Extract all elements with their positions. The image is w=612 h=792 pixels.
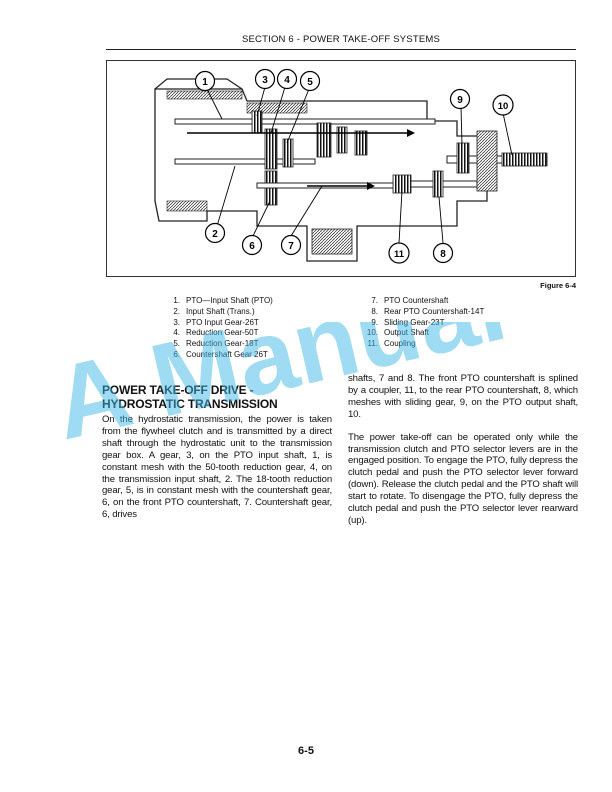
housing-hatch-top <box>166 90 243 100</box>
svg-text:2: 2 <box>212 229 218 240</box>
legend-item: 7.PTO Countershaft <box>371 296 449 305</box>
legend-left: 1.PTO—Input Shaft (PTO) 2.Input Shaft (T… <box>164 296 273 361</box>
legend-item: 8.Rear PTO Countershaft-14T <box>371 306 485 316</box>
svg-text:5: 5 <box>307 77 313 88</box>
svg-text:9: 9 <box>457 95 463 106</box>
svg-text:4: 4 <box>284 75 290 86</box>
paragraph-3: The power take-off can be operated only … <box>348 431 578 526</box>
legend-item: 6.Countershaft Gear 26T <box>173 349 268 359</box>
upper-gear-c <box>354 130 368 156</box>
callout-3: 3 <box>254 68 276 90</box>
header-divider <box>106 49 576 50</box>
transmission-diagram: 1 2 3 4 5 6 7 8 9 10 11 <box>154 68 548 264</box>
section-heading: POWER TAKE-OFF DRIVE - HYDROSTATIC TRANS… <box>102 383 278 411</box>
housing-outline <box>154 88 488 262</box>
sliding-gear-9 <box>456 142 470 174</box>
legend-item: 9.Sliding Gear-23T <box>371 317 445 327</box>
callout-11: 11 <box>388 242 410 264</box>
callout-5: 5 <box>299 70 321 92</box>
paragraph-1: On the hydrostatic transmission, the pow… <box>102 414 332 521</box>
svg-text:7: 7 <box>288 241 294 252</box>
callout-7: 7 <box>280 234 302 256</box>
svg-text:10: 10 <box>498 101 509 112</box>
svg-text:6: 6 <box>249 241 255 252</box>
rear-cover <box>476 130 498 192</box>
callout-9: 9 <box>449 88 471 110</box>
lower-housing-detail <box>311 228 353 255</box>
pto-input-shaft <box>174 118 436 125</box>
svg-text:8: 8 <box>440 249 446 260</box>
upper-gear-b <box>336 126 348 154</box>
svg-text:11: 11 <box>394 249 405 260</box>
svg-text:1: 1 <box>202 77 208 88</box>
leader-lines <box>206 86 513 244</box>
gear-5 <box>282 138 294 168</box>
paragraph-2: shafts, 7 and 8. The front PTO countersh… <box>348 373 578 420</box>
svg-text:3: 3 <box>262 75 268 86</box>
callout-8: 8 <box>432 242 454 264</box>
text-column-right: shafts, 7 and 8. The front PTO countersh… <box>348 373 578 538</box>
legend-item: 5.Reduction Gear-18T <box>173 339 259 349</box>
legend-item: 11.Coupling <box>367 339 416 349</box>
legend-item: 1.PTO—Input Shaft (PTO) <box>173 296 273 305</box>
legend-item: 3.PTO Input Gear-26T <box>173 317 259 327</box>
callout-1: 1 <box>194 70 216 92</box>
gear-4 <box>264 128 278 170</box>
text-column-left: POWER TAKE-OFF DRIVE - HYDROSTATIC TRANS… <box>102 383 332 532</box>
transmission-figure: 1 2 3 4 5 6 7 8 9 10 11 <box>106 60 576 277</box>
upper-gear-a <box>316 122 332 158</box>
callout-2: 2 <box>204 222 226 244</box>
legend-item: 4.Reduction Gear-50T <box>173 328 259 338</box>
housing-hatch-bottom <box>166 200 208 212</box>
callout-10: 10 <box>492 94 514 116</box>
coupling-11 <box>392 174 412 194</box>
figure-label: Figure 6-4 <box>540 281 576 290</box>
output-spline <box>501 152 548 167</box>
callout-4: 4 <box>276 68 298 90</box>
legend-item: 2.Input Shaft (Trans.) <box>173 306 255 316</box>
page-number: 6-5 <box>298 745 314 757</box>
callout-6: 6 <box>241 234 263 256</box>
section-header: SECTION 6 - POWER TAKE-OFF SYSTEMS <box>241 34 441 45</box>
gear-8 <box>432 170 444 198</box>
legend-right: 7.PTO Countershaft 8.Rear PTO Countersha… <box>364 296 484 350</box>
legend-item: 10.Output Shaft <box>366 328 429 338</box>
gear-3 <box>251 110 263 134</box>
transmission-input-shaft <box>174 158 316 165</box>
